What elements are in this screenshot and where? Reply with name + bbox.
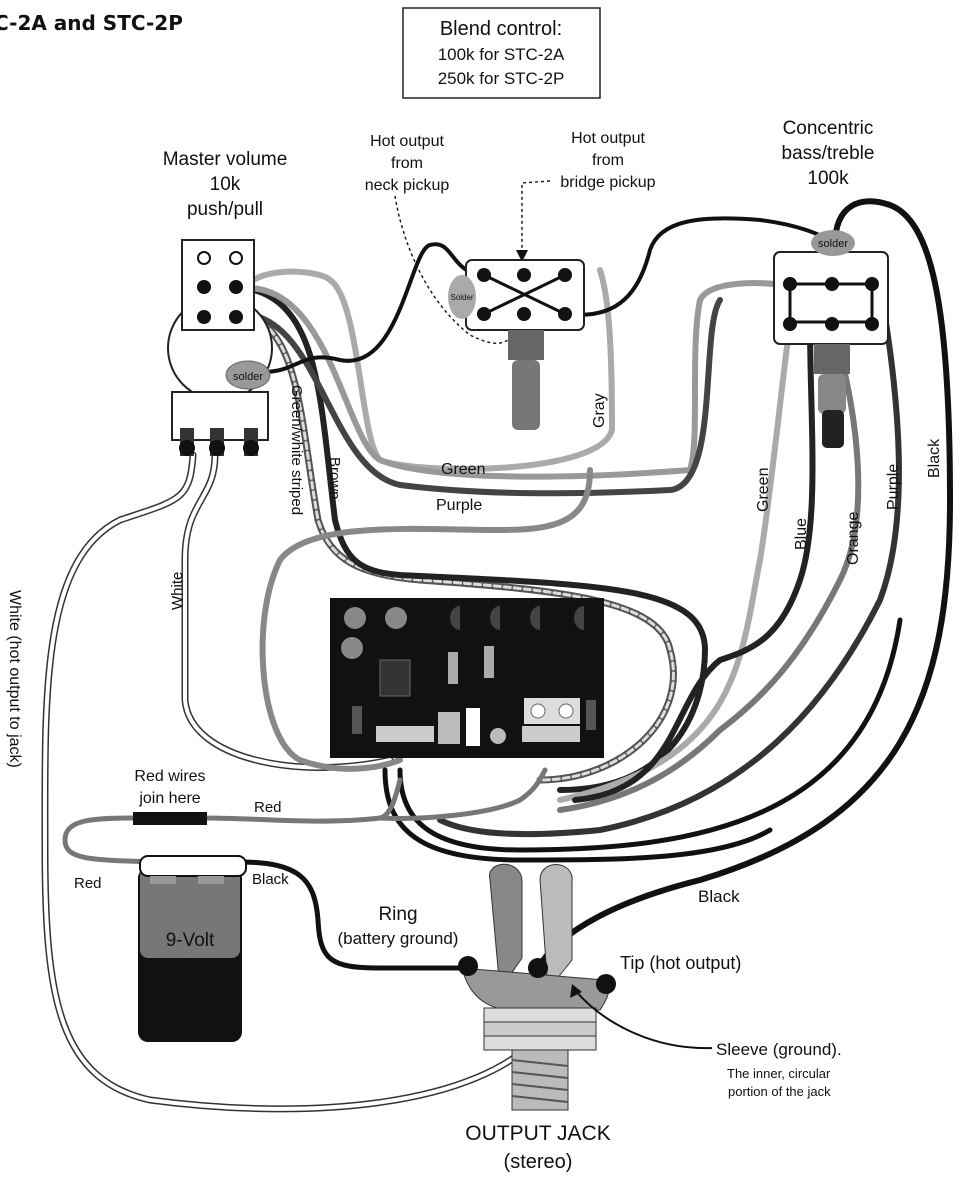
label-black-battery: Black	[252, 871, 289, 888]
label-white-hot: White (hot output to jack)	[6, 590, 23, 768]
wire-green-right	[557, 319, 793, 803]
jack-sleeve-terminal	[528, 958, 548, 978]
master-volume-label: Master volume 10k push/pull	[163, 149, 288, 220]
concentric-line-1: Concentric	[783, 118, 874, 139]
label-orange: Orange	[845, 512, 862, 565]
label-green-right: Green	[755, 468, 772, 512]
wires	[41, 198, 954, 1113]
solder-blob-concentric	[811, 230, 855, 256]
label-tip: Tip (hot output)	[620, 953, 741, 973]
label-gray: Gray	[591, 393, 608, 428]
diagram-title: C-2A and STC-2P	[0, 11, 183, 35]
sleeve-arrow-icon	[570, 984, 582, 998]
sleeve-pointer-line	[574, 989, 713, 1050]
master-volume-line-2: 10k	[210, 174, 241, 195]
label-red-left: Red	[74, 875, 102, 892]
battery-line-1: 9-Volt	[166, 930, 215, 951]
neck-hot-line-2: from	[391, 155, 423, 172]
solder-label-master: solder	[233, 371, 263, 383]
solder-label-blend: Solder	[450, 293, 473, 302]
red-join-sleeve	[133, 812, 207, 825]
blend-line-2: 100k for STC-2A	[438, 45, 565, 64]
concentric-label: Concentric bass/treble 100k	[782, 118, 875, 189]
label-red-join-2: join here	[138, 790, 200, 807]
wire-green	[242, 280, 788, 480]
label-brown: Brown	[326, 457, 343, 500]
output-jack	[458, 863, 616, 1111]
output-jack-line-1: OUTPUT JACK	[465, 1122, 610, 1145]
bridge-hot-label: Hot output from bridge pickup	[560, 130, 655, 191]
wire-black-switch	[566, 216, 832, 317]
wire-white-hot	[41, 451, 549, 1113]
wire-gray-lower	[259, 467, 593, 772]
battery: 9-Volt Battery	[138, 855, 247, 1042]
label-green-white: Green/white striped	[288, 385, 305, 515]
wire-black-bottom-2	[397, 617, 903, 853]
label-black-right: Black	[926, 438, 943, 478]
label-black-bottom: Black	[698, 887, 740, 906]
master-volume-pot: solder	[167, 239, 273, 456]
label-blue: Blue	[793, 518, 810, 550]
label-red-join-1: Red wires	[134, 768, 205, 785]
label-sleeve-2: The inner, circular	[727, 1066, 831, 1081]
blend-pot: Solder	[448, 259, 585, 430]
wire-red-2	[377, 767, 548, 821]
jack-tip-terminal	[596, 974, 616, 994]
solder-blob-blend	[448, 275, 476, 319]
wire-brown	[242, 285, 709, 793]
master-volume-line-1: Master volume	[163, 149, 288, 170]
blend-control-note: Blend control: 100k for STC-2A 250k for …	[402, 7, 601, 99]
wire-black-right	[535, 198, 954, 971]
neck-hot-line-3: neck pickup	[365, 177, 450, 194]
output-jack-line-2: (stereo)	[504, 1151, 573, 1173]
bridge-pointer-line	[521, 180, 551, 255]
label-purple-right: Purple	[885, 464, 902, 510]
bridge-arrow-icon	[516, 250, 528, 262]
bridge-hot-line-3: bridge pickup	[560, 174, 655, 191]
label-green: Green	[441, 461, 485, 478]
concentric-line-3: 100k	[807, 168, 849, 189]
jack-ring-terminal	[458, 956, 478, 976]
bridge-hot-line-2: from	[592, 152, 624, 169]
label-purple: Purple	[436, 497, 482, 514]
wire-black-neck	[260, 242, 472, 374]
wire-black-battery	[237, 859, 471, 971]
wire-red	[62, 777, 403, 865]
battery-line-2: Battery	[160, 956, 221, 977]
wire-blue	[572, 319, 816, 803]
label-sleeve-3: portion of the jack	[728, 1084, 831, 1099]
master-volume-line-3: push/pull	[187, 199, 263, 220]
concentric-line-2: bass/treble	[782, 143, 875, 164]
solder-label-concentric: solder	[818, 238, 848, 250]
blend-line-3: 250k for STC-2P	[438, 69, 565, 88]
concentric-pot: solder	[773, 230, 889, 448]
neck-hot-label: Hot output from neck pickup	[365, 133, 450, 194]
label-ring-2: (battery ground)	[338, 929, 459, 948]
preamp-board	[330, 598, 604, 758]
wire-orange	[557, 319, 862, 813]
blend-line-1: Blend control:	[440, 18, 562, 40]
wire-purple-right	[437, 283, 902, 838]
label-red-top: Red	[254, 799, 282, 816]
wire-purple	[242, 297, 723, 497]
bridge-hot-line-1: Hot output	[571, 130, 645, 147]
label-ring-1: Ring	[378, 904, 417, 925]
neck-hot-line-1: Hot output	[370, 133, 444, 150]
solder-blob-master	[225, 360, 271, 390]
label-white: White	[169, 572, 186, 610]
label-sleeve-1: Sleeve (ground).	[716, 1040, 842, 1059]
